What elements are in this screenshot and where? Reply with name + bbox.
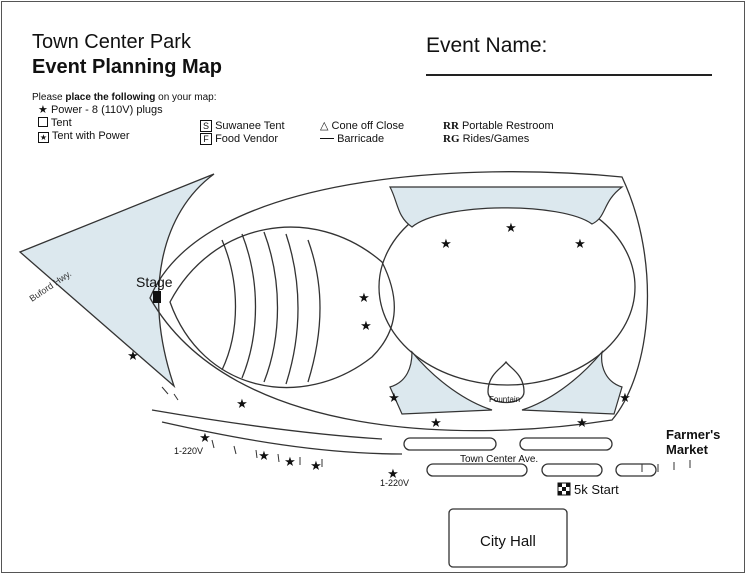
legend-restroom: RR Portable Restroom [443,120,554,132]
sidewalk [161,421,403,455]
top-planter [389,186,624,228]
legend-tent-power: ★ Tent with Power [38,130,130,143]
power-star: ★ [440,237,452,252]
restroom-icon: RR [443,120,459,132]
power-star: ★ [574,237,586,252]
event-name-label: Event Name: [426,34,548,57]
seating-row [285,233,299,385]
power-star: ★ [505,221,517,236]
power-star: ★ [127,349,139,364]
city-hall-building [448,508,568,568]
park-title: Town Center Park [32,31,191,53]
checkered-flag-icon [557,482,571,496]
buford-hwy-wedge [18,173,215,389]
legend-barricade: Barricade [320,133,404,146]
farmers-market-label-2: Market [666,442,709,457]
food-vendor-icon: F [200,133,212,145]
planter-right [521,350,623,415]
cone-icon: △ [320,120,329,132]
seating-row [221,239,237,371]
instructions: Please place the following on your map: [32,92,217,103]
power-star: ★ [430,416,442,431]
power-star: ★ [387,467,399,482]
legend-column-4: RR Portable Restroom RG Rides/Games [443,120,554,146]
farmers-market-label-1: Farmer's [666,427,720,442]
legend-food-vendor: F Food Vendor [200,133,285,146]
park-outer-boundary [149,171,649,432]
legend-column-2: S Suwanee Tent F Food Vendor [200,120,285,146]
event-name-field[interactable] [426,74,712,76]
sidewalk-segment [426,463,528,477]
legend-rides: RG Rides/Games [443,133,530,145]
barricade-ticks [161,386,691,472]
sidewalk-segment [615,463,657,477]
suwanee-tent-icon: S [200,120,212,132]
planter-left [389,350,493,415]
power-star: ★ [360,319,372,334]
tent-power-icon: ★ [38,132,49,143]
power-220-label: 1-220V [174,446,203,456]
city-hall-label: City Hall [480,533,536,550]
sidewalk-segment [403,437,497,451]
tent-icon [38,117,48,127]
legend-tent: Tent [38,117,163,130]
power-star: ★ [388,391,400,406]
power-star: ★ [258,449,270,464]
barricade-icon [320,134,334,139]
stage-label: Stage [136,274,173,290]
stage-lawn [169,226,395,389]
sidewalk-segment [541,463,603,477]
seating-row [241,233,257,379]
stage-marker [153,291,161,303]
power-star: ★ [236,397,248,412]
fountain-label: Fountain [489,395,520,404]
sidewalk-segment [519,437,613,451]
power-star: ★ [199,431,211,446]
legend-column-1: ★ Power - 8 (110V) plugs Tent ★ Tent wit… [38,104,163,143]
star-icon: ★ [38,104,48,116]
power-star: ★ [358,291,370,306]
legend-cone: △ Cone off Close [320,120,405,132]
seating-row [307,239,321,383]
power-star: ★ [619,391,631,406]
5k-start-label: 5k Start [574,482,619,497]
legend-power: ★ Power - 8 (110V) plugs [38,104,163,116]
map-title: Event Planning Map [32,56,223,78]
fountain-plaza [487,360,525,404]
legend-column-3: △ Cone off Close Barricade [320,120,404,146]
power-220-label: 1-220V [380,478,409,488]
power-star: ★ [576,416,588,431]
power-star: ★ [310,459,322,474]
sidewalk [151,409,383,440]
legend-suwanee-tent: S Suwanee Tent [200,120,285,133]
rides-icon: RG [443,133,460,145]
street-label: Town Center Ave. [460,454,538,465]
power-star: ★ [284,455,296,470]
seating-row [263,231,279,383]
